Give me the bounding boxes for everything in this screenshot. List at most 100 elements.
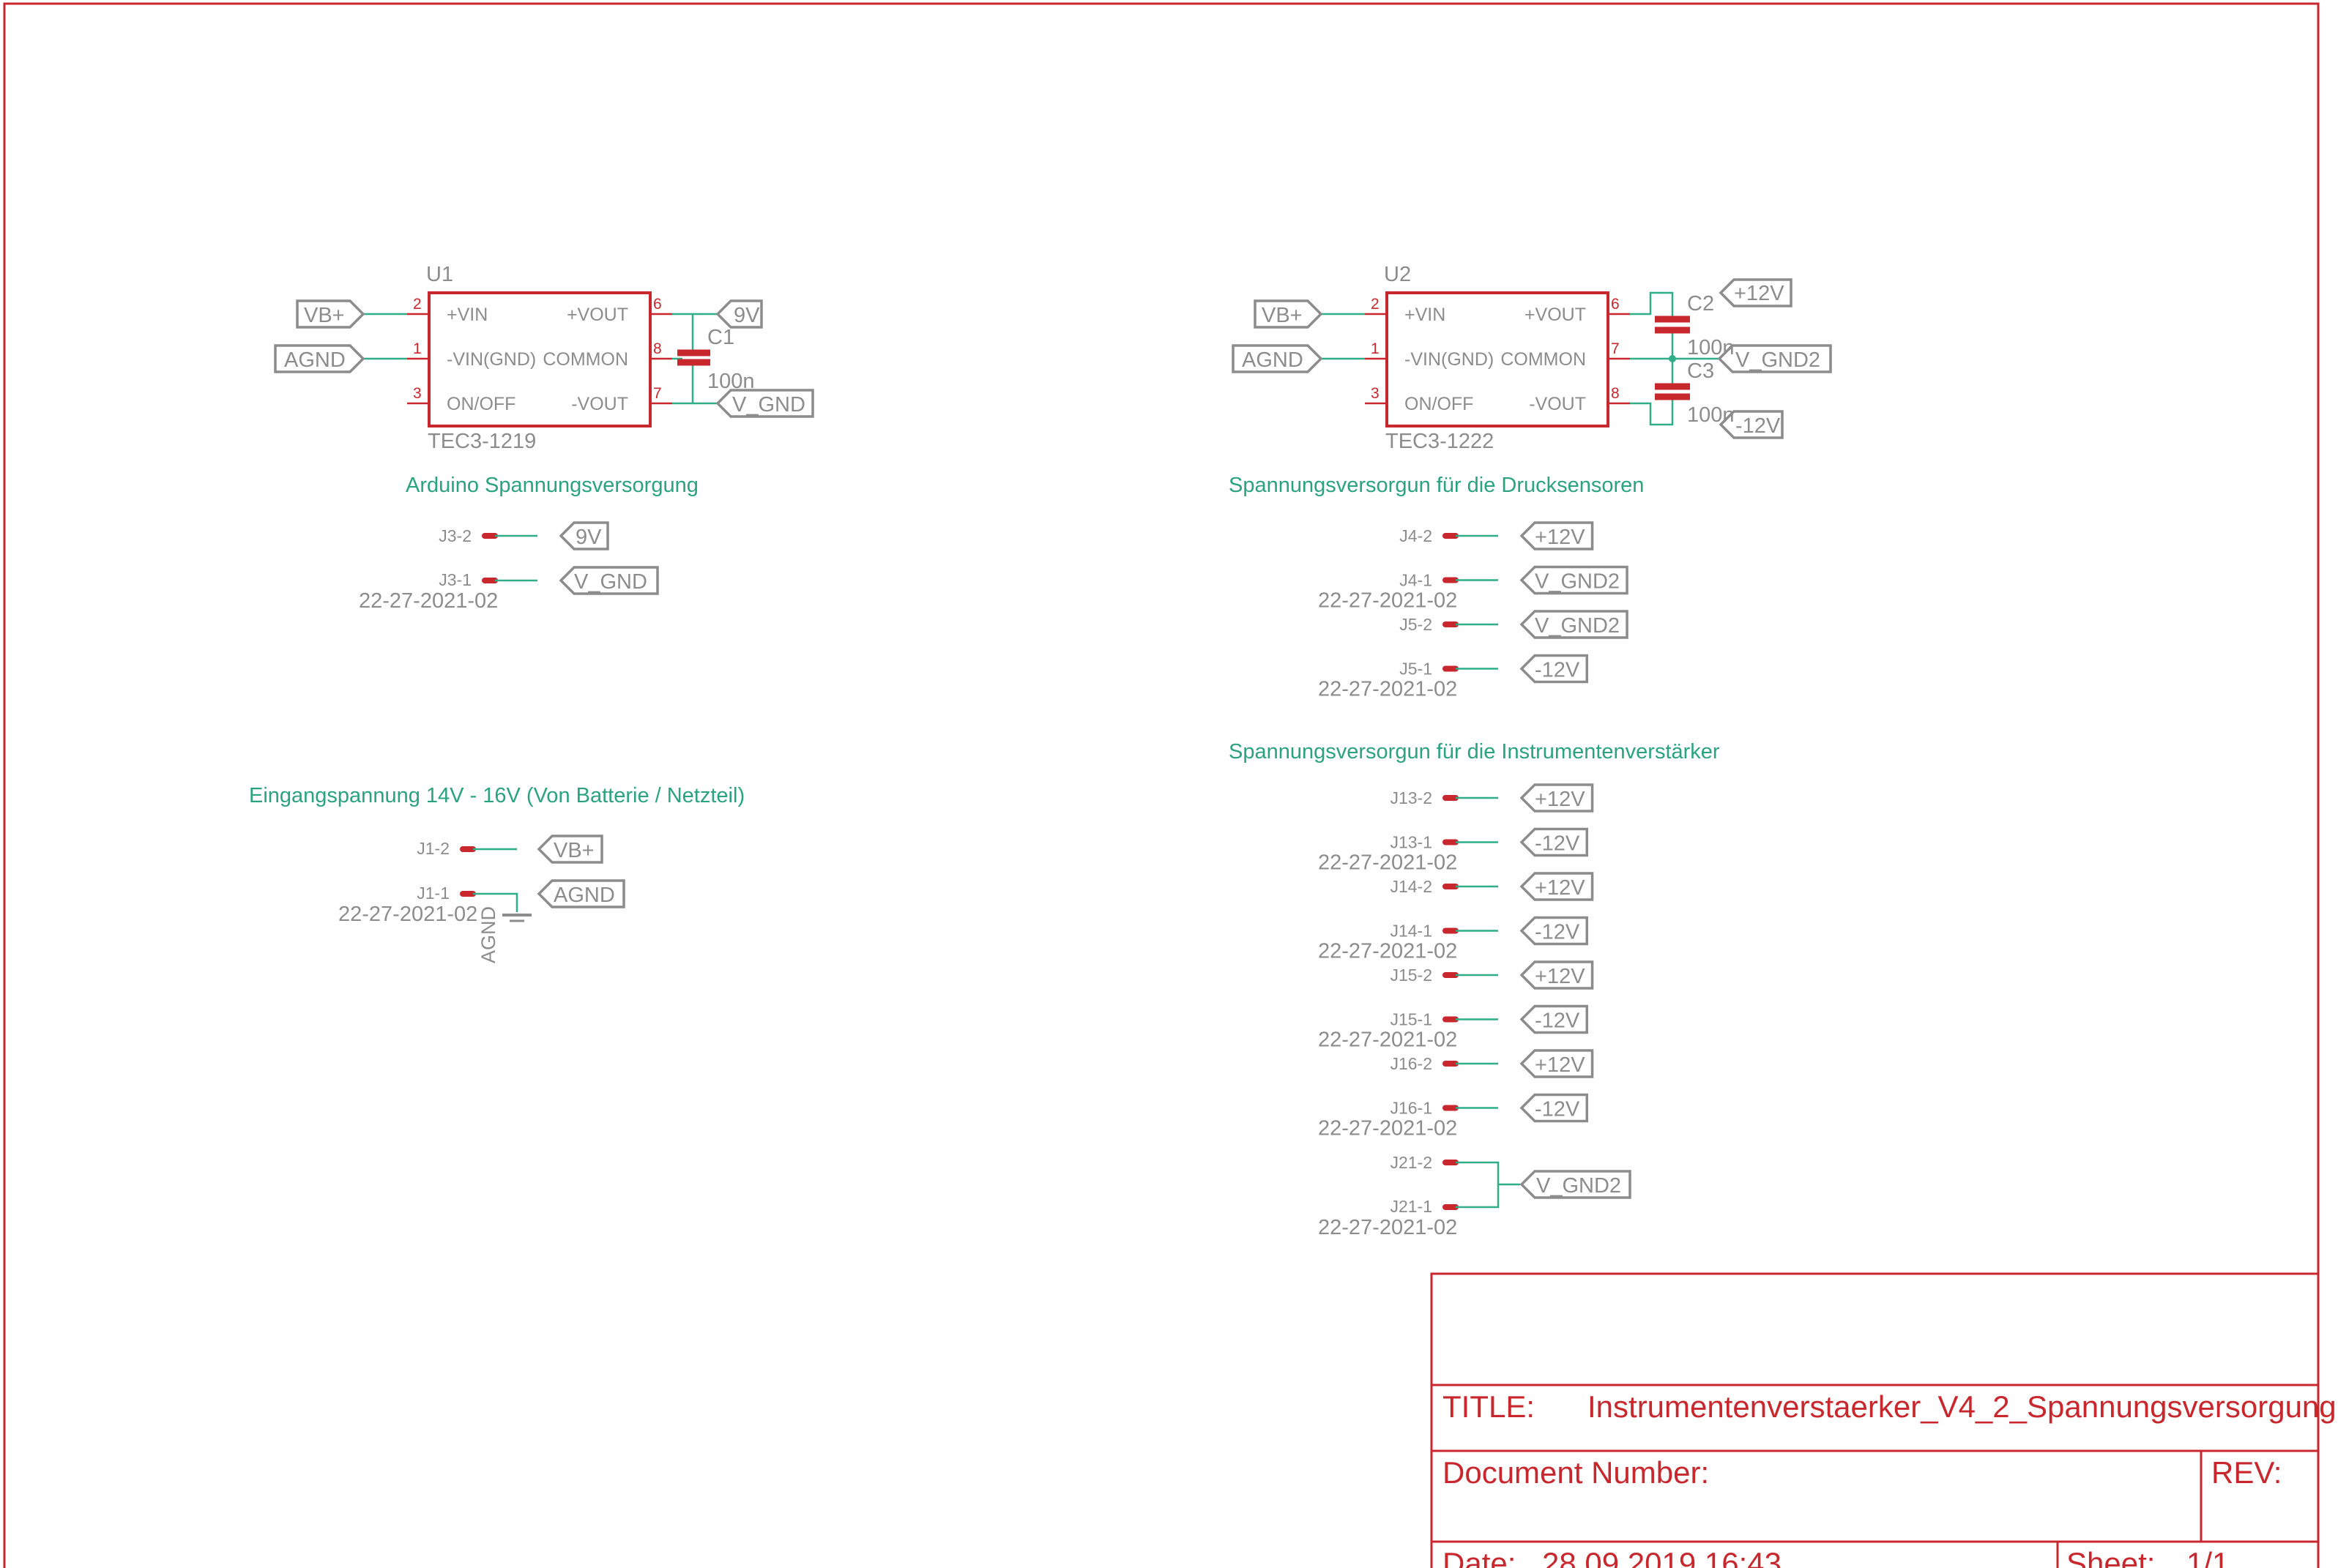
connector-row: J4-1 V_GND2 22-27-2021-02: [1318, 565, 1628, 613]
net-port-label: -12V: [1535, 1009, 1580, 1033]
u1-pin-num: 3: [413, 385, 422, 402]
pin-label: J13-1: [1390, 833, 1432, 852]
svg-text:J1-2: J1-2: [417, 839, 450, 858]
connector-row: J4-2+12V: [1399, 521, 1594, 550]
connector-value: 22-27-2021-02: [1318, 678, 1457, 701]
note-instrumenten: Spannungsversorgun für die Instrumentenv…: [1229, 740, 1720, 764]
svg-text:V_GND: V_GND: [574, 570, 647, 594]
pin-label: J14-2: [1390, 877, 1432, 896]
connector-value: 22-27-2021-02: [1318, 1117, 1457, 1140]
u1-pin-num: 2: [413, 296, 422, 313]
c3-ref: C3: [1687, 359, 1714, 383]
connector-row: J15-2 +12V: [1390, 960, 1594, 990]
svg-text:-VIN(GND): -VIN(GND): [1404, 349, 1494, 370]
svg-text:V_GND2: V_GND2: [1735, 348, 1820, 372]
pin-label: J5-2: [1399, 615, 1432, 634]
port-vbplus: [537, 835, 603, 864]
svg-text:ON/OFF: ON/OFF: [1404, 394, 1473, 414]
net-port: [1519, 654, 1589, 684]
connector-value: 22-27-2021-02: [1318, 940, 1457, 963]
port-9v: [559, 521, 609, 550]
svg-text:AGND: AGND: [1242, 348, 1303, 372]
u1-pin-num: 1: [413, 340, 422, 357]
document-number-label: Document Number:: [1442, 1455, 1709, 1490]
pin-label: J15-2: [1390, 966, 1432, 985]
u1-pin-name: ON/OFF: [447, 394, 515, 414]
u2-port-plus12v: [1719, 278, 1792, 307]
u1-pin-name: -VIN(GND): [447, 349, 536, 370]
sheet-label: Sheet:: [2066, 1546, 2155, 1568]
sheet-value: 1/1: [2186, 1546, 2229, 1568]
title-value: Instrumentenverstaerker_V4_2_Spannungsve…: [1587, 1389, 2337, 1424]
date-label: Date:: [1442, 1546, 1516, 1568]
date-value: 28.09.2019 16:43: [1542, 1546, 1782, 1568]
svg-text:8: 8: [1611, 385, 1620, 402]
u1-pin-name: -VOUT: [571, 394, 628, 414]
u2-port-agnd: [1232, 344, 1323, 373]
connector-row: J14-2 +12V: [1390, 872, 1594, 901]
svg-text:V_GND: V_GND: [732, 393, 805, 417]
connector-row: J13-2 +12V: [1390, 783, 1594, 813]
net-port: [1519, 827, 1589, 857]
net-port: [1519, 872, 1594, 901]
svg-text:VB+: VB+: [304, 304, 345, 327]
connector-value: 22-27-2021-02: [1318, 851, 1457, 875]
rev-label: REV:: [2211, 1455, 2282, 1490]
connector-j1: J1-2 VB+ J1-1 AGND AGND 22-27-2021-02: [338, 835, 625, 963]
junction-dot: [1669, 355, 1676, 362]
gnd-symbol-label: AGND: [477, 906, 499, 963]
u1-port-9v: [715, 299, 763, 329]
net-port-label: +12V: [1535, 965, 1585, 988]
net-port: [1519, 610, 1628, 639]
pin-label: J13-2: [1390, 788, 1432, 807]
c2-value: 100n: [1687, 336, 1735, 359]
net-port-label: +12V: [1535, 788, 1585, 811]
title-block: TITLE: Instrumentenverstaerker_V4_2_Span…: [1430, 1272, 2337, 1568]
u1-ref: U1: [426, 263, 453, 286]
net-port: [1519, 565, 1628, 595]
note-eingang: Eingangspannung 14V - 16V (Von Batterie …: [249, 784, 745, 807]
net-port-label: +12V: [1535, 876, 1585, 900]
connector-row: J16-2+12V: [1390, 1049, 1594, 1078]
connectors-instr: J13-2+12VJ13-1-12V22-27-2021-02J14-2+12V…: [1318, 783, 1594, 1140]
svg-text:2: 2: [1371, 296, 1380, 313]
sheet-border: [3, 2, 2320, 1568]
u1-port-vbplus: [296, 299, 365, 329]
net-port-label: -12V: [1535, 1098, 1580, 1121]
connector-row: J16-1 -12V 22-27-2021-02: [1318, 1093, 1589, 1140]
net-port-label: V_GND2: [1535, 570, 1620, 594]
u2-block: U2 TEC3-1222 2 1 3 +VIN -VIN(GND) ON/OFF…: [1232, 263, 1832, 453]
pin-label: J15-1: [1390, 1010, 1432, 1029]
connector-value: 22-27-2021-02: [1318, 589, 1457, 613]
svg-text:J3-1: J3-1: [439, 570, 472, 589]
c1-ref: C1: [707, 326, 734, 349]
u2-port-minus12v: [1719, 410, 1784, 439]
svg-text:J21-1: J21-1: [1390, 1197, 1432, 1216]
svg-text:J1-1: J1-1: [417, 884, 450, 903]
connector-value: 22-27-2021-02: [1318, 1028, 1457, 1052]
net-port: [1519, 1049, 1594, 1078]
net-port: [1519, 916, 1589, 946]
svg-text:22-27-2021-02: 22-27-2021-02: [359, 589, 498, 613]
svg-text:22-27-2021-02: 22-27-2021-02: [338, 903, 477, 926]
svg-text:VB+: VB+: [554, 839, 595, 862]
port-agnd: [537, 879, 625, 908]
pin-label: J16-1: [1390, 1099, 1432, 1118]
net-port: [1519, 1093, 1589, 1123]
svg-text:1: 1: [1371, 340, 1380, 357]
svg-text:J21-2: J21-2: [1390, 1153, 1432, 1172]
svg-text:J3-2: J3-2: [439, 526, 472, 545]
svg-text:+VOUT: +VOUT: [1524, 305, 1586, 325]
pin-label: J4-2: [1399, 526, 1432, 545]
u1-value: TEC3-1219: [428, 430, 536, 453]
svg-text:-VOUT: -VOUT: [1529, 394, 1586, 414]
u1-pin-name: +VIN: [447, 305, 488, 325]
pin-label: J4-1: [1399, 571, 1432, 590]
u1-block: U1 TEC3-1219 2 1 3 +VIN -VIN(GND) ON/OFF…: [274, 263, 814, 453]
pin-label: J14-1: [1390, 922, 1432, 941]
svg-text:7: 7: [1611, 340, 1620, 357]
